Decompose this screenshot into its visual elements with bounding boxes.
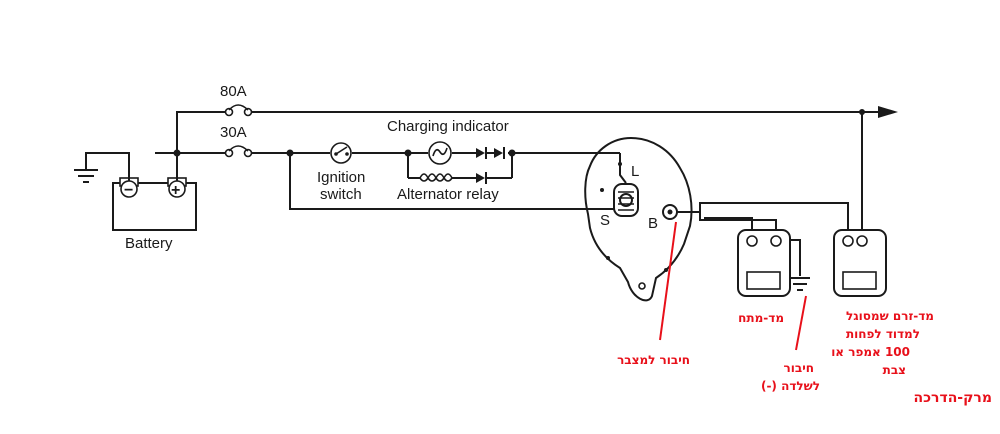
fuse-80a-label: 80A xyxy=(220,83,247,100)
ammeter-annotation-1: מד-זרם שמסוגל xyxy=(846,309,934,323)
ignition-switch-icon xyxy=(330,142,352,164)
main-feed-wire xyxy=(176,106,898,234)
ammeter-icon xyxy=(833,229,887,297)
battery-label: Battery xyxy=(125,235,173,252)
charging-indicator-lamp-icon xyxy=(428,141,452,165)
voltmeter-icon xyxy=(737,229,791,297)
ignition-feed-wire xyxy=(155,149,330,157)
ammeter-annotation-4: צבת xyxy=(883,363,906,377)
terminal-s-label: S xyxy=(600,212,610,229)
battery-negative-sign: − xyxy=(124,182,133,199)
fuse-80a-icon xyxy=(224,104,253,117)
indicator-relay-wiring xyxy=(404,149,620,179)
terminal-l-label: L xyxy=(631,163,639,180)
battery-connection-annotation: חיבור למצבר xyxy=(617,353,690,367)
fuse-30a-label: 30A xyxy=(220,124,247,141)
ammeter-annotation-2: למדוד לפחות xyxy=(846,327,920,341)
diode-indicator-icon xyxy=(476,147,505,159)
battery-connection-leader xyxy=(659,221,677,341)
ignition-switch-label-1: Ignition xyxy=(317,169,365,186)
battery-icon xyxy=(112,177,197,231)
alternator-relay-label: Alternator relay xyxy=(397,186,499,203)
ground-annotation-1: חיבור xyxy=(784,361,814,375)
alternator-relay-coil-icon xyxy=(419,173,453,182)
charging-indicator-label: Charging indicator xyxy=(387,118,509,135)
ground-annotation-2: לשלדה (-) xyxy=(761,379,820,393)
alternator-icon xyxy=(584,136,693,302)
ground-connection-leader xyxy=(795,295,807,351)
ignition-switch-label-2: switch xyxy=(320,186,362,203)
output-arrow-icon xyxy=(878,106,898,118)
fuse-30a-icon xyxy=(224,145,253,158)
ammeter-annotation-3: 100 אמפר או xyxy=(831,345,910,359)
terminal-b-label: B xyxy=(648,215,658,232)
battery-ground-icon xyxy=(74,169,98,183)
voltmeter-annotation: מד-מתח xyxy=(738,311,784,325)
chassis-ground-icon xyxy=(790,277,810,291)
diode-relay-icon xyxy=(476,172,487,184)
battery-positive-sign: + xyxy=(171,182,180,199)
watermark-text: מרק-הדרכה xyxy=(913,390,992,406)
